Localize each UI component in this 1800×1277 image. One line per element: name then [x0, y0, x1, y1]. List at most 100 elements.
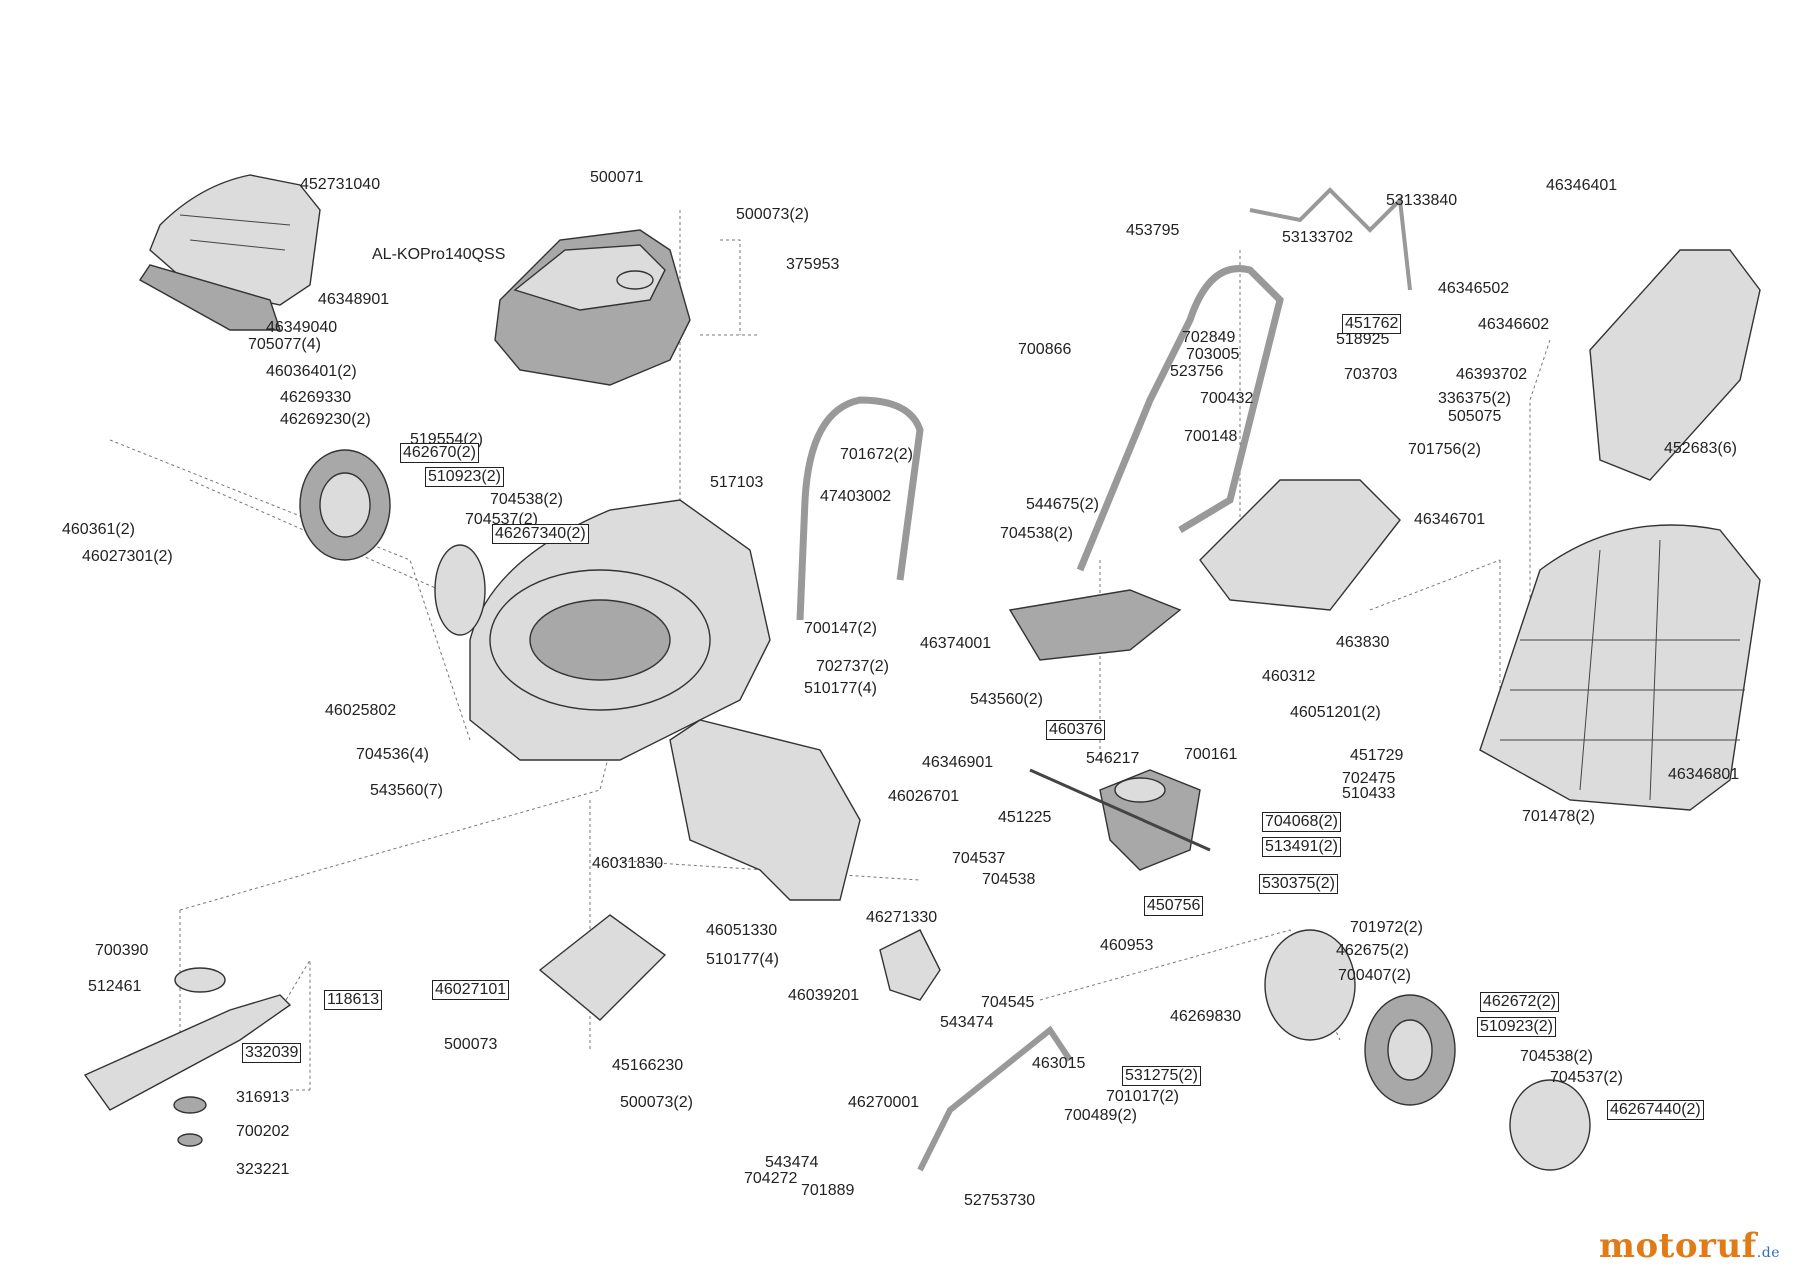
part-label: 46269330: [280, 389, 352, 406]
part-label: 544675(2): [1026, 496, 1099, 513]
part-label: 46267340(2): [492, 524, 589, 544]
engine-part: [494, 229, 691, 386]
part-label: 46346401: [1546, 177, 1618, 194]
part-label: 452731040: [300, 176, 381, 193]
part-label: 46051201(2): [1290, 704, 1381, 721]
brand-logo: motoruf.de: [1599, 1226, 1780, 1266]
part-label: 46349040: [266, 319, 338, 336]
part-label: 460312: [1262, 668, 1316, 685]
part-label: 701756(2): [1408, 441, 1481, 458]
part-label: 701972(2): [1350, 919, 1423, 936]
part-label: 700489(2): [1064, 1107, 1137, 1124]
part-label: 510177(4): [706, 951, 779, 968]
part-label: 704537(2): [1550, 1069, 1623, 1086]
part-label: 530375(2): [1259, 874, 1338, 894]
part-label: 46346502: [1438, 280, 1510, 297]
part-label: 702475: [1342, 770, 1396, 787]
part-label: 701017(2): [1106, 1088, 1179, 1105]
part-label: 512461: [88, 978, 142, 995]
part-label: 46051330: [706, 922, 778, 939]
part-label: 323221: [236, 1161, 290, 1178]
part-label: 700161: [1184, 746, 1238, 763]
part-label: 46348901: [318, 291, 390, 308]
part-label: 701889: [801, 1182, 855, 1199]
part-label: 46026701: [888, 788, 960, 805]
part-label: 518925: [1336, 331, 1390, 348]
part-label: 45166230: [612, 1057, 684, 1074]
part-label: 450756: [1144, 896, 1204, 916]
part-label: 46271330: [866, 909, 938, 926]
part-label: 462670(2): [400, 443, 479, 463]
part-label: 451225: [998, 809, 1052, 826]
part-label: 46346701: [1414, 511, 1486, 528]
part-label: 316913: [236, 1089, 290, 1106]
part-label: 704537(2): [465, 511, 538, 528]
part-label: 546217: [1086, 750, 1140, 767]
part-label: 462675(2): [1336, 942, 1409, 959]
part-label: 332039: [242, 1043, 302, 1063]
part-label: 463015: [1032, 1055, 1086, 1072]
part-label: 704537: [952, 850, 1006, 867]
part-label: 701672(2): [840, 446, 913, 463]
part-label: 460361(2): [62, 521, 135, 538]
part-label: 53133702: [1282, 229, 1354, 246]
part-label: 700407(2): [1338, 967, 1411, 984]
part-label: 704538(2): [1000, 525, 1073, 542]
part-label: 704536(4): [356, 746, 429, 763]
part-label: 700866: [1018, 341, 1072, 358]
part-label: 46269830: [1170, 1008, 1242, 1025]
part-label: 704545: [981, 994, 1035, 1011]
part-label: 705077(4): [248, 336, 321, 353]
part-label: 543474: [765, 1154, 819, 1171]
brand-suffix: .de: [1756, 1245, 1780, 1261]
part-label: 505075: [1448, 408, 1502, 425]
part-label: 460376: [1046, 720, 1106, 740]
part-label: 700148: [1184, 428, 1238, 445]
part-label: AL-KOPro140QSS: [372, 246, 506, 263]
rear-cover-part: [138, 174, 321, 331]
part-label: 452683(6): [1664, 440, 1737, 457]
gearbox-part: [1029, 768, 1211, 871]
part-label: 513491(2): [1262, 837, 1341, 857]
grass-bag-cover: [1199, 249, 1761, 611]
part-label: 500073(2): [620, 1094, 693, 1111]
part-label: 704538: [982, 871, 1036, 888]
part-label: 700202: [236, 1123, 290, 1140]
rear-flap-part: [669, 589, 1182, 901]
part-label: 700390: [95, 942, 149, 959]
part-label: 700147(2): [804, 620, 877, 637]
part-label: 46031830: [592, 855, 664, 872]
part-label: 46393702: [1456, 366, 1528, 383]
part-label: 46039201: [788, 987, 860, 1004]
part-label: 118613: [324, 990, 383, 1010]
part-label: 704538(2): [490, 491, 563, 508]
part-label: 701478(2): [1522, 808, 1595, 825]
part-label: 703005: [1186, 346, 1240, 363]
part-label: 500073: [444, 1036, 498, 1053]
part-label: 46270001: [848, 1094, 920, 1111]
part-label: 702849: [1182, 329, 1236, 346]
part-label: 703703: [1344, 366, 1398, 383]
blade-part: [83, 967, 292, 1147]
part-label: 46346801: [1668, 766, 1740, 783]
part-label: 531275(2): [1122, 1066, 1201, 1086]
part-label: 510923(2): [425, 467, 504, 487]
part-label: 704272: [744, 1170, 798, 1187]
part-label: 702737(2): [816, 658, 889, 675]
part-label: 500071: [590, 169, 644, 186]
part-label: 543560(2): [970, 691, 1043, 708]
grass-bag: [1479, 524, 1761, 811]
part-label: 47403002: [820, 488, 892, 505]
part-label: 517103: [710, 474, 764, 491]
rear-wheel-right: [1264, 929, 1591, 1171]
mulch-plug-part: [538, 914, 667, 1021]
part-label: 543474: [940, 1014, 994, 1031]
part-label: 510177(4): [804, 680, 877, 697]
handle-assembly: [796, 187, 1412, 621]
part-label: 543560(7): [370, 782, 443, 799]
part-label: 46374001: [920, 635, 992, 652]
part-label: 500073(2): [736, 206, 809, 223]
part-label: 46036401(2): [266, 363, 357, 380]
part-label: 523756: [1170, 363, 1224, 380]
part-label: 704068(2): [1262, 812, 1341, 832]
